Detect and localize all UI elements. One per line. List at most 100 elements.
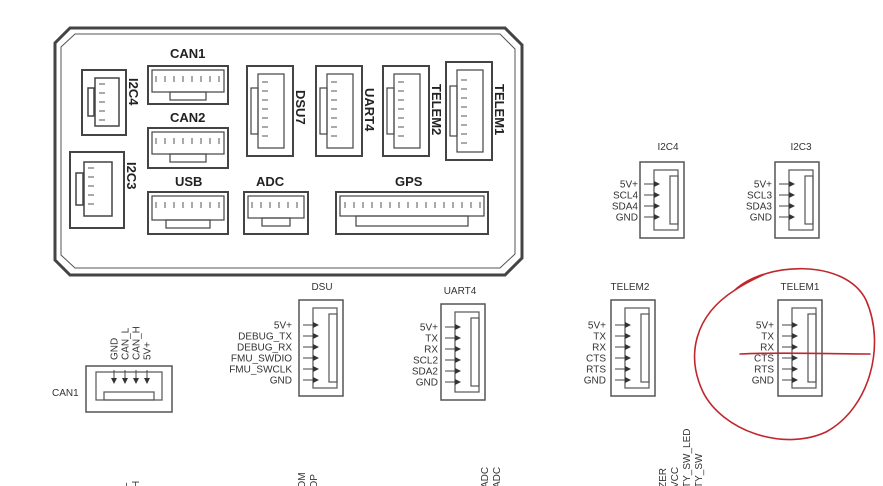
pin-marker bbox=[789, 214, 795, 220]
bottom-usb-dm: DM bbox=[297, 472, 308, 486]
board-label-adc: ADC bbox=[256, 174, 285, 189]
pin-marker bbox=[313, 355, 319, 361]
pinout-can1-title: CAN1 bbox=[52, 388, 79, 399]
pin-label: GND bbox=[110, 338, 121, 360]
pin-label: CAN_L bbox=[121, 327, 132, 360]
pin-marker bbox=[625, 322, 631, 328]
pin-marker bbox=[455, 335, 461, 341]
board-port-adc: ADC bbox=[243, 174, 309, 235]
pin-marker bbox=[792, 344, 798, 350]
board-port-uart4: UART4 bbox=[315, 65, 377, 157]
pin-label: GND bbox=[616, 213, 638, 224]
bottom-usb-dp: DP bbox=[309, 474, 320, 486]
pin-label: SCL2 bbox=[413, 356, 438, 367]
pin-label: DEBUG_RX bbox=[237, 343, 292, 354]
pinout-dsu: DSU5V+DEBUG_TXDEBUG_RXFMU_SWDIOFMU_SWCLK… bbox=[229, 282, 344, 397]
pinout-telem2-title: TELEM2 bbox=[611, 282, 650, 293]
pin-marker bbox=[313, 344, 319, 350]
pinout-uart4-title: UART4 bbox=[444, 286, 477, 297]
pin-label: GND bbox=[584, 376, 606, 387]
pin-marker bbox=[654, 214, 660, 220]
pin-marker bbox=[455, 379, 461, 385]
pinout-telem1-title: TELEM1 bbox=[781, 282, 820, 293]
pinout-i2c4-title: I2C4 bbox=[657, 142, 679, 153]
pin-label: RX bbox=[592, 343, 606, 354]
pin-label: DEBUG_TX bbox=[238, 332, 292, 343]
pin-label: RTS bbox=[586, 365, 606, 376]
pin-label: TX bbox=[593, 332, 606, 343]
pin-marker bbox=[792, 366, 798, 372]
pin-label: SCL4 bbox=[613, 191, 638, 202]
bottom-adc-2: ADC bbox=[492, 467, 503, 486]
pin-marker bbox=[789, 203, 795, 209]
pin-marker bbox=[455, 324, 461, 330]
board-port-telem1: TELEM1 bbox=[445, 61, 507, 161]
bottom-can-h: H bbox=[131, 481, 142, 486]
bottom-gps-led: TY_SW_LED bbox=[682, 429, 693, 486]
pin-label: TX bbox=[761, 332, 774, 343]
board-port-dsu7: DSU7 bbox=[246, 65, 308, 157]
pin-label: SDA3 bbox=[746, 202, 773, 213]
pin-label: RTS bbox=[754, 365, 774, 376]
pin-label: RX bbox=[424, 345, 438, 356]
pin-marker bbox=[313, 377, 319, 383]
pin-marker bbox=[789, 181, 795, 187]
pin-label: 5V+ bbox=[620, 180, 638, 191]
board-label-telem1: TELEM1 bbox=[492, 84, 507, 135]
annotation-strike-line bbox=[739, 352, 871, 355]
pin-label: 5V+ bbox=[588, 321, 606, 332]
bottom-can-l: L bbox=[119, 482, 130, 486]
pin-marker bbox=[144, 378, 150, 384]
pin-marker bbox=[654, 181, 660, 187]
pin-marker bbox=[313, 366, 319, 372]
board-port-can2: CAN2 bbox=[147, 110, 229, 169]
pin-label: SDA4 bbox=[612, 202, 639, 213]
bottom-adc-1: ADC bbox=[480, 467, 491, 486]
pin-label: SDA2 bbox=[412, 367, 439, 378]
pin-marker bbox=[313, 322, 319, 328]
pin-marker bbox=[625, 333, 631, 339]
hand-annotation bbox=[693, 267, 876, 441]
pin-label: 5V+ bbox=[754, 180, 772, 191]
pin-marker bbox=[111, 378, 117, 384]
board-outline bbox=[53, 26, 524, 277]
pin-label: GND bbox=[416, 378, 438, 389]
pin-label: 5V+ bbox=[756, 321, 774, 332]
pin-label: CTS bbox=[586, 354, 606, 365]
board-label-usb: USB bbox=[175, 174, 202, 189]
pin-label: 5V+ bbox=[143, 342, 154, 360]
board-port-i2c4: I2C4 bbox=[81, 69, 141, 136]
board-label-dsu7: DSU7 bbox=[293, 90, 308, 125]
pin-marker bbox=[122, 378, 128, 384]
pin-marker bbox=[792, 377, 798, 383]
board-port-i2c3: I2C3 bbox=[69, 151, 139, 229]
pin-label: 5V+ bbox=[420, 323, 438, 334]
board-port-gps: GPS bbox=[335, 174, 489, 235]
pin-label: FMU_SWDIO bbox=[231, 354, 292, 365]
board-pin-ticks bbox=[88, 76, 481, 208]
board-label-telem2: TELEM2 bbox=[429, 84, 444, 135]
pin-marker bbox=[792, 322, 798, 328]
pin-marker bbox=[455, 368, 461, 374]
pin-marker bbox=[625, 366, 631, 372]
pin-label: CTS bbox=[754, 354, 774, 365]
pin-marker bbox=[313, 333, 319, 339]
pin-label: GND bbox=[752, 376, 774, 387]
board-port-telem2: TELEM2 bbox=[382, 65, 444, 157]
pin-marker bbox=[133, 378, 139, 384]
pinout-dsu-title: DSU bbox=[311, 282, 332, 293]
pin-marker bbox=[625, 344, 631, 350]
board-label-can2: CAN2 bbox=[170, 110, 205, 125]
pin-label: GND bbox=[750, 213, 772, 224]
pin-marker bbox=[654, 203, 660, 209]
pin-label: 5V+ bbox=[274, 321, 292, 332]
pin-marker bbox=[625, 355, 631, 361]
bottom-gps-sw: TY_SW bbox=[694, 453, 705, 486]
bottom-partial-labels: L H DM DP ADC ADC ZER VCC TY_SW_LED TY_S… bbox=[119, 429, 705, 486]
